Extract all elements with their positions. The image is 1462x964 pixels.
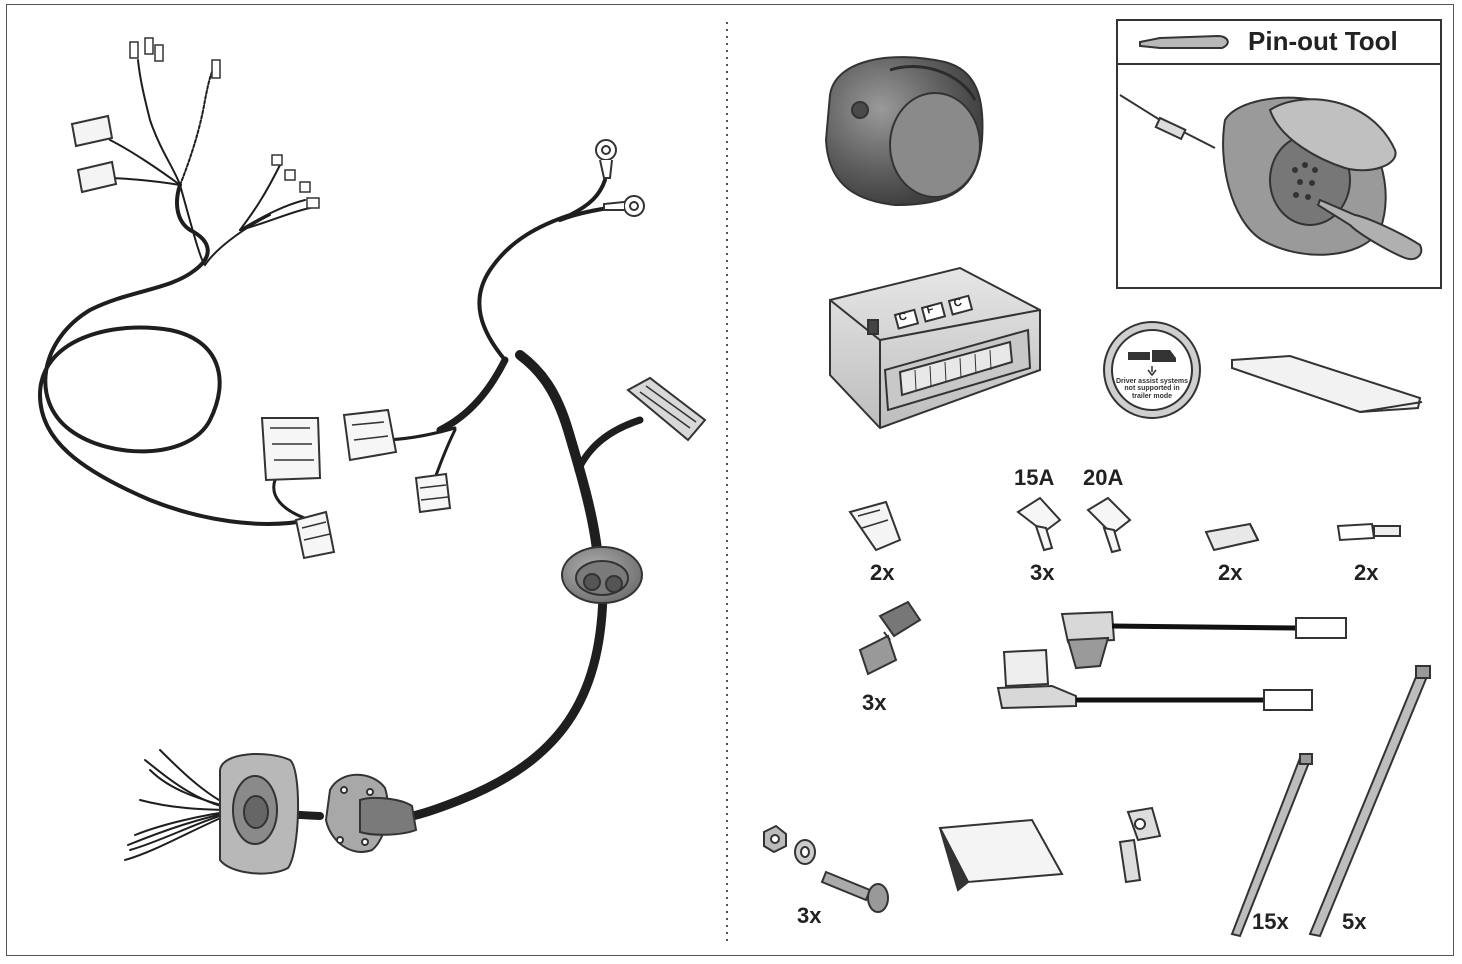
qty-fuse-clip: 2x bbox=[870, 560, 895, 585]
qty-cable-tie-large: 5x bbox=[1342, 909, 1367, 934]
connector-mid bbox=[342, 408, 398, 462]
harness-to-lower-plug bbox=[433, 428, 457, 480]
butt-connector bbox=[1204, 522, 1260, 552]
qty-butt-connector: 2x bbox=[1218, 560, 1243, 585]
fuse-15a bbox=[1016, 496, 1062, 552]
cable-fan-b bbox=[179, 64, 216, 186]
tool-icon bbox=[1139, 34, 1229, 49]
control-module bbox=[829, 266, 1041, 430]
cable-tie-large bbox=[1308, 665, 1431, 938]
bolt-set bbox=[763, 824, 889, 913]
sticker-line-1: Driver assist systems bbox=[1116, 378, 1188, 385]
label-fuse-15a: 15A bbox=[1014, 465, 1055, 490]
pinout-tool-box bbox=[1116, 19, 1442, 289]
blade-terminal bbox=[1336, 522, 1401, 542]
branch-to-left bbox=[436, 356, 509, 434]
ring-terminal bbox=[595, 139, 645, 217]
car-trailer-icon bbox=[1128, 350, 1176, 362]
wire-tap bbox=[858, 600, 922, 676]
fuse-holders bbox=[996, 610, 1347, 711]
blade-terminals bbox=[129, 37, 320, 209]
connector-comb bbox=[626, 376, 707, 442]
qty-blade-terminal: 2x bbox=[1354, 560, 1379, 585]
connector-left bbox=[260, 417, 322, 482]
harness-plug bbox=[219, 753, 418, 875]
cable-fan-a bbox=[137, 59, 181, 186]
cable-loop bbox=[37, 183, 312, 526]
sticker-line-3: trailer mode bbox=[1131, 392, 1173, 400]
upper-trunk bbox=[515, 350, 603, 565]
grommet bbox=[561, 546, 643, 604]
sticker-text: Driver assist systems not supported in t… bbox=[1110, 378, 1194, 400]
branch-to-connector bbox=[574, 416, 644, 474]
fuse-20a bbox=[1086, 496, 1132, 554]
instruction-sheet bbox=[1231, 354, 1423, 414]
wiring-harness bbox=[37, 59, 644, 861]
cable-fan-c bbox=[109, 139, 181, 186]
connector-mid-lower bbox=[414, 472, 452, 514]
cable-tie-small bbox=[1230, 753, 1313, 938]
branch-ground bbox=[477, 178, 607, 362]
qty-wire-tap: 3x bbox=[862, 690, 887, 715]
label-fuse-20a: 20A bbox=[1083, 465, 1124, 490]
trailer-socket bbox=[824, 56, 984, 207]
qty-bolt-set: 3x bbox=[797, 903, 822, 928]
diagram-frame bbox=[6, 4, 1454, 956]
small-plugs bbox=[70, 114, 118, 194]
sticker-line-2: not supported in bbox=[1124, 385, 1180, 393]
main-cable bbox=[393, 590, 608, 823]
qty-fuses: 3x bbox=[1030, 560, 1055, 585]
white-connectors bbox=[260, 376, 707, 560]
qty-cable-tie-small: 15x bbox=[1252, 909, 1289, 934]
warning-sticker bbox=[1103, 321, 1201, 419]
fuse-clip bbox=[848, 500, 902, 552]
pinout-tool-title: Pin-out Tool bbox=[1248, 26, 1398, 56]
adhesive-pad bbox=[938, 818, 1064, 892]
connector-lower bbox=[294, 510, 336, 560]
ground-bracket bbox=[1118, 806, 1162, 884]
cable-to-white-plug bbox=[272, 478, 312, 522]
